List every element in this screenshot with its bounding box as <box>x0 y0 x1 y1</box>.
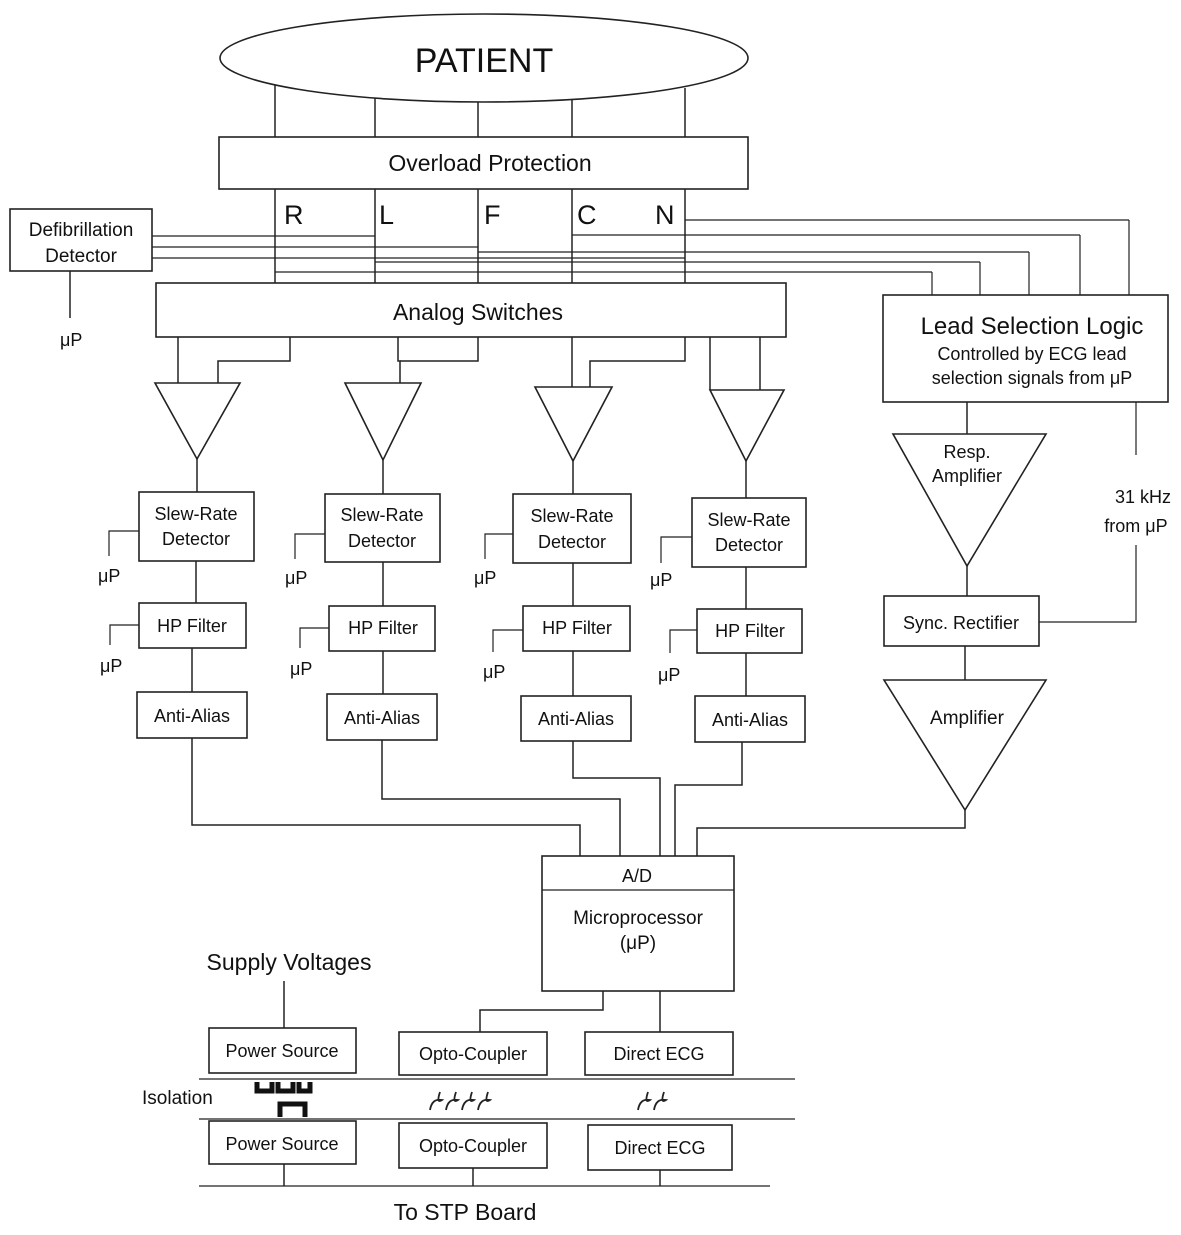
slew-rate-detector-2 <box>324 493 441 563</box>
svg-text:Slew-Rate: Slew-Rate <box>707 510 790 530</box>
stp-bus <box>199 1164 770 1187</box>
respiration-path: Resp. Amplifier Sync. Rectifier 31 kHz f… <box>696 402 1171 856</box>
channel-2-amplifier <box>343 382 423 462</box>
anti-alias-1 <box>136 691 248 739</box>
svg-text:Direct ECG: Direct ECG <box>614 1138 705 1158</box>
hp-filter-4 <box>696 608 803 654</box>
microprocessor-label-2: (μP) <box>620 933 656 954</box>
ecg-channel-2: Slew-Rate Detector μP HP Filter μP Anti-… <box>285 337 621 856</box>
svg-text:Detector: Detector <box>162 529 230 549</box>
svg-text:μP: μP <box>483 662 505 682</box>
svg-text:μP: μP <box>100 656 122 676</box>
lead-selection-title: Lead Selection Logic <box>921 313 1144 340</box>
lead-selection-logic-box <box>882 294 1169 403</box>
slew-rate-detector-4 <box>691 497 807 568</box>
svg-text:Power Source: Power Source <box>225 1041 338 1061</box>
svg-text:Detector: Detector <box>715 535 783 555</box>
hp-filter-3 <box>522 605 631 652</box>
svg-text:μP: μP <box>658 665 680 685</box>
analog-switches-box <box>155 282 787 338</box>
svg-text:μP: μP <box>650 570 672 590</box>
svg-text:μP: μP <box>290 659 312 679</box>
optical-coupling-icon <box>429 1091 669 1111</box>
slew-rate-detector-3 <box>512 493 632 564</box>
lead-c: C <box>577 200 597 230</box>
defib-mup-label: μP <box>60 330 82 350</box>
svg-text:HP Filter: HP Filter <box>157 616 227 636</box>
lead-bus <box>152 189 1130 295</box>
ecg-channel-1: Slew-Rate Detector μP HP Filter μP Anti-… <box>98 337 581 856</box>
direct-ecg-upper <box>584 1031 734 1076</box>
svg-text:Sync. Rectifier: Sync. Rectifier <box>903 613 1019 633</box>
power-source-lower <box>208 1120 357 1165</box>
adc-label: A/D <box>622 866 652 886</box>
microprocessor-box <box>541 855 735 992</box>
svg-text:Power Source: Power Source <box>225 1134 338 1154</box>
sync-rectifier-box <box>883 595 1040 647</box>
lead-f: F <box>484 200 501 230</box>
power-source-upper <box>208 1027 357 1074</box>
direct-ecg-lower <box>587 1124 733 1171</box>
overload-protection-label: Overload Protection <box>388 150 591 176</box>
analog-switches-label: Analog Switches <box>393 299 563 325</box>
patient-leads <box>274 85 686 137</box>
lead-n: N <box>655 200 675 230</box>
channel-3-amplifier <box>533 386 614 463</box>
resp-amplifier <box>891 433 1048 568</box>
svg-text:Slew-Rate: Slew-Rate <box>530 506 613 526</box>
svg-text:Slew-Rate: Slew-Rate <box>154 504 237 524</box>
overload-protection-box <box>218 136 749 190</box>
patient-label: PATIENT <box>415 42 554 80</box>
svg-text:Direct ECG: Direct ECG <box>613 1044 704 1064</box>
svg-text:μP: μP <box>474 568 496 588</box>
lead-selection-line2: selection signals from μP <box>932 368 1132 388</box>
svg-text:Anti-Alias: Anti-Alias <box>538 709 614 729</box>
svg-text:Detector: Detector <box>348 531 416 551</box>
anti-alias-4 <box>694 695 806 743</box>
slew-rate-detector-1 <box>138 491 255 562</box>
anti-alias-3 <box>520 695 632 742</box>
patient-ellipse <box>219 13 749 103</box>
svg-text:Anti-Alias: Anti-Alias <box>712 710 788 730</box>
svg-text:HP Filter: HP Filter <box>542 618 612 638</box>
svg-text:Slew-Rate: Slew-Rate <box>340 505 423 525</box>
defibrillation-detector-box <box>9 208 153 272</box>
svg-text:Amplifier: Amplifier <box>930 708 1005 729</box>
svg-text:Amplifier: Amplifier <box>932 466 1002 486</box>
ecg-channel-3: Slew-Rate Detector μP HP Filter μP Anti-… <box>474 337 686 856</box>
channel-4-amplifier <box>708 389 786 463</box>
freq-label-2: from μP <box>1104 516 1167 536</box>
transformer-icon <box>254 1082 313 1117</box>
ecg-channel-4: Slew-Rate Detector μP HP Filter μP Anti-… <box>650 337 807 856</box>
svg-text:Detector: Detector <box>538 532 606 552</box>
isolation-label: Isolation <box>142 1088 213 1109</box>
opto-coupler-lower <box>398 1122 548 1169</box>
lead-selection-line1: Controlled by ECG lead <box>937 344 1126 364</box>
channel-1-amplifier <box>153 382 242 461</box>
microprocessor-label-1: Microprocessor <box>573 908 704 929</box>
defibrillation-label-2: Detector <box>45 246 117 267</box>
stp-board-label: To STP Board <box>394 1199 537 1225</box>
anti-alias-2 <box>326 693 438 741</box>
defibrillation-label-1: Defibrillation <box>29 220 134 241</box>
freq-label-1: 31 kHz <box>1115 487 1171 507</box>
svg-text:μP: μP <box>98 566 120 586</box>
supply-voltages-label: Supply Voltages <box>207 949 372 975</box>
svg-text:HP Filter: HP Filter <box>715 621 785 641</box>
hp-filter-2 <box>328 605 436 652</box>
svg-text:μP: μP <box>285 568 307 588</box>
lead-l: L <box>379 200 394 230</box>
opto-coupler-upper <box>398 1031 548 1076</box>
svg-text:Resp.: Resp. <box>943 442 990 462</box>
svg-text:Opto-Coupler: Opto-Coupler <box>419 1044 527 1064</box>
svg-text:Opto-Coupler: Opto-Coupler <box>419 1136 527 1156</box>
output-amplifier <box>882 679 1048 812</box>
svg-text:Anti-Alias: Anti-Alias <box>344 708 420 728</box>
svg-text:HP Filter: HP Filter <box>348 618 418 638</box>
lead-r: R <box>284 200 304 230</box>
svg-text:Anti-Alias: Anti-Alias <box>154 706 230 726</box>
